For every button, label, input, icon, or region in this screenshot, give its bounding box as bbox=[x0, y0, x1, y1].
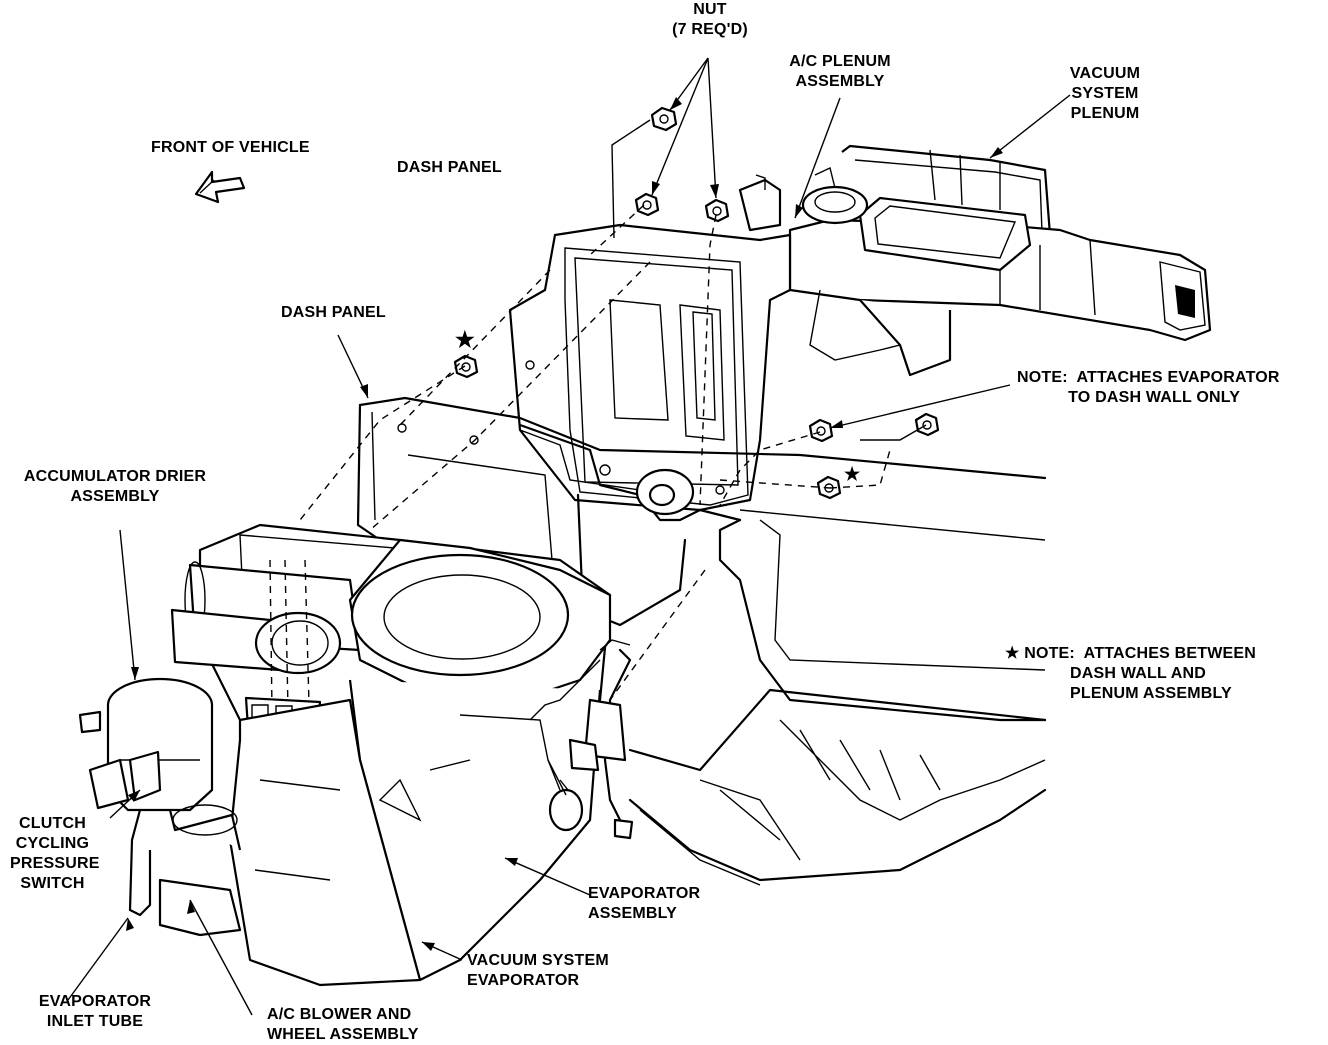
accumulator-label: ACCUMULATOR DRIER ASSEMBLY bbox=[23, 468, 207, 505]
front-of-vehicle-label: FRONT OF VEHICLE bbox=[151, 139, 310, 156]
arrowheads bbox=[126, 97, 1003, 951]
star-marker-2: ★ bbox=[844, 464, 861, 484]
nut-label: NUT (7 REQ'D) bbox=[672, 1, 748, 38]
nut-5 bbox=[808, 418, 834, 443]
dash-panel-mid-label: DASH PANEL bbox=[281, 304, 386, 321]
nut-1 bbox=[650, 106, 678, 132]
assembly-centerlines bbox=[299, 119, 927, 701]
nut-hardware bbox=[453, 106, 940, 500]
vacuum-plenum-label: VACUUM SYSTEM PLENUM bbox=[1069, 65, 1141, 122]
blower-label: A/C BLOWER AND WHEEL ASSEMBLY bbox=[267, 1006, 419, 1043]
nut-6 bbox=[914, 412, 940, 437]
nut-4 bbox=[453, 354, 479, 379]
note-star-label: ★ NOTE: ATTACHES BETWEEN DASH WALL AND P… bbox=[1005, 645, 1257, 702]
nut-2 bbox=[634, 192, 660, 217]
dash-panel-top-label: DASH PANEL bbox=[397, 159, 502, 176]
evaporator-and-blower bbox=[78, 523, 634, 987]
leader-lines bbox=[67, 57, 1071, 1016]
evaporator-inlet-label: EVAPORATOR INLET TUBE bbox=[38, 993, 152, 1030]
ac-plenum-assembly bbox=[508, 174, 792, 512]
vacuum-system-plenum bbox=[788, 144, 1212, 377]
ac-plenum-label: A/C PLENUM ASSEMBLY bbox=[789, 53, 891, 90]
evaporator-assembly-label: EVAPORATOR ASSEMBLY bbox=[588, 885, 701, 922]
dash-panel bbox=[356, 396, 1047, 886]
nut-3 bbox=[704, 198, 730, 223]
vacuum-evaporator-label: VACUUM SYSTEM EVAPORATOR bbox=[467, 952, 609, 989]
clutch-switch-label: CLUTCH CYCLING PRESSURE SWITCH bbox=[10, 815, 100, 892]
front-arrow-icon bbox=[194, 170, 246, 204]
star-marker-1: ★ bbox=[455, 327, 475, 352]
note-evaporator-label: NOTE: ATTACHES EVAPORATOR TO DASH WALL O… bbox=[1017, 369, 1280, 406]
